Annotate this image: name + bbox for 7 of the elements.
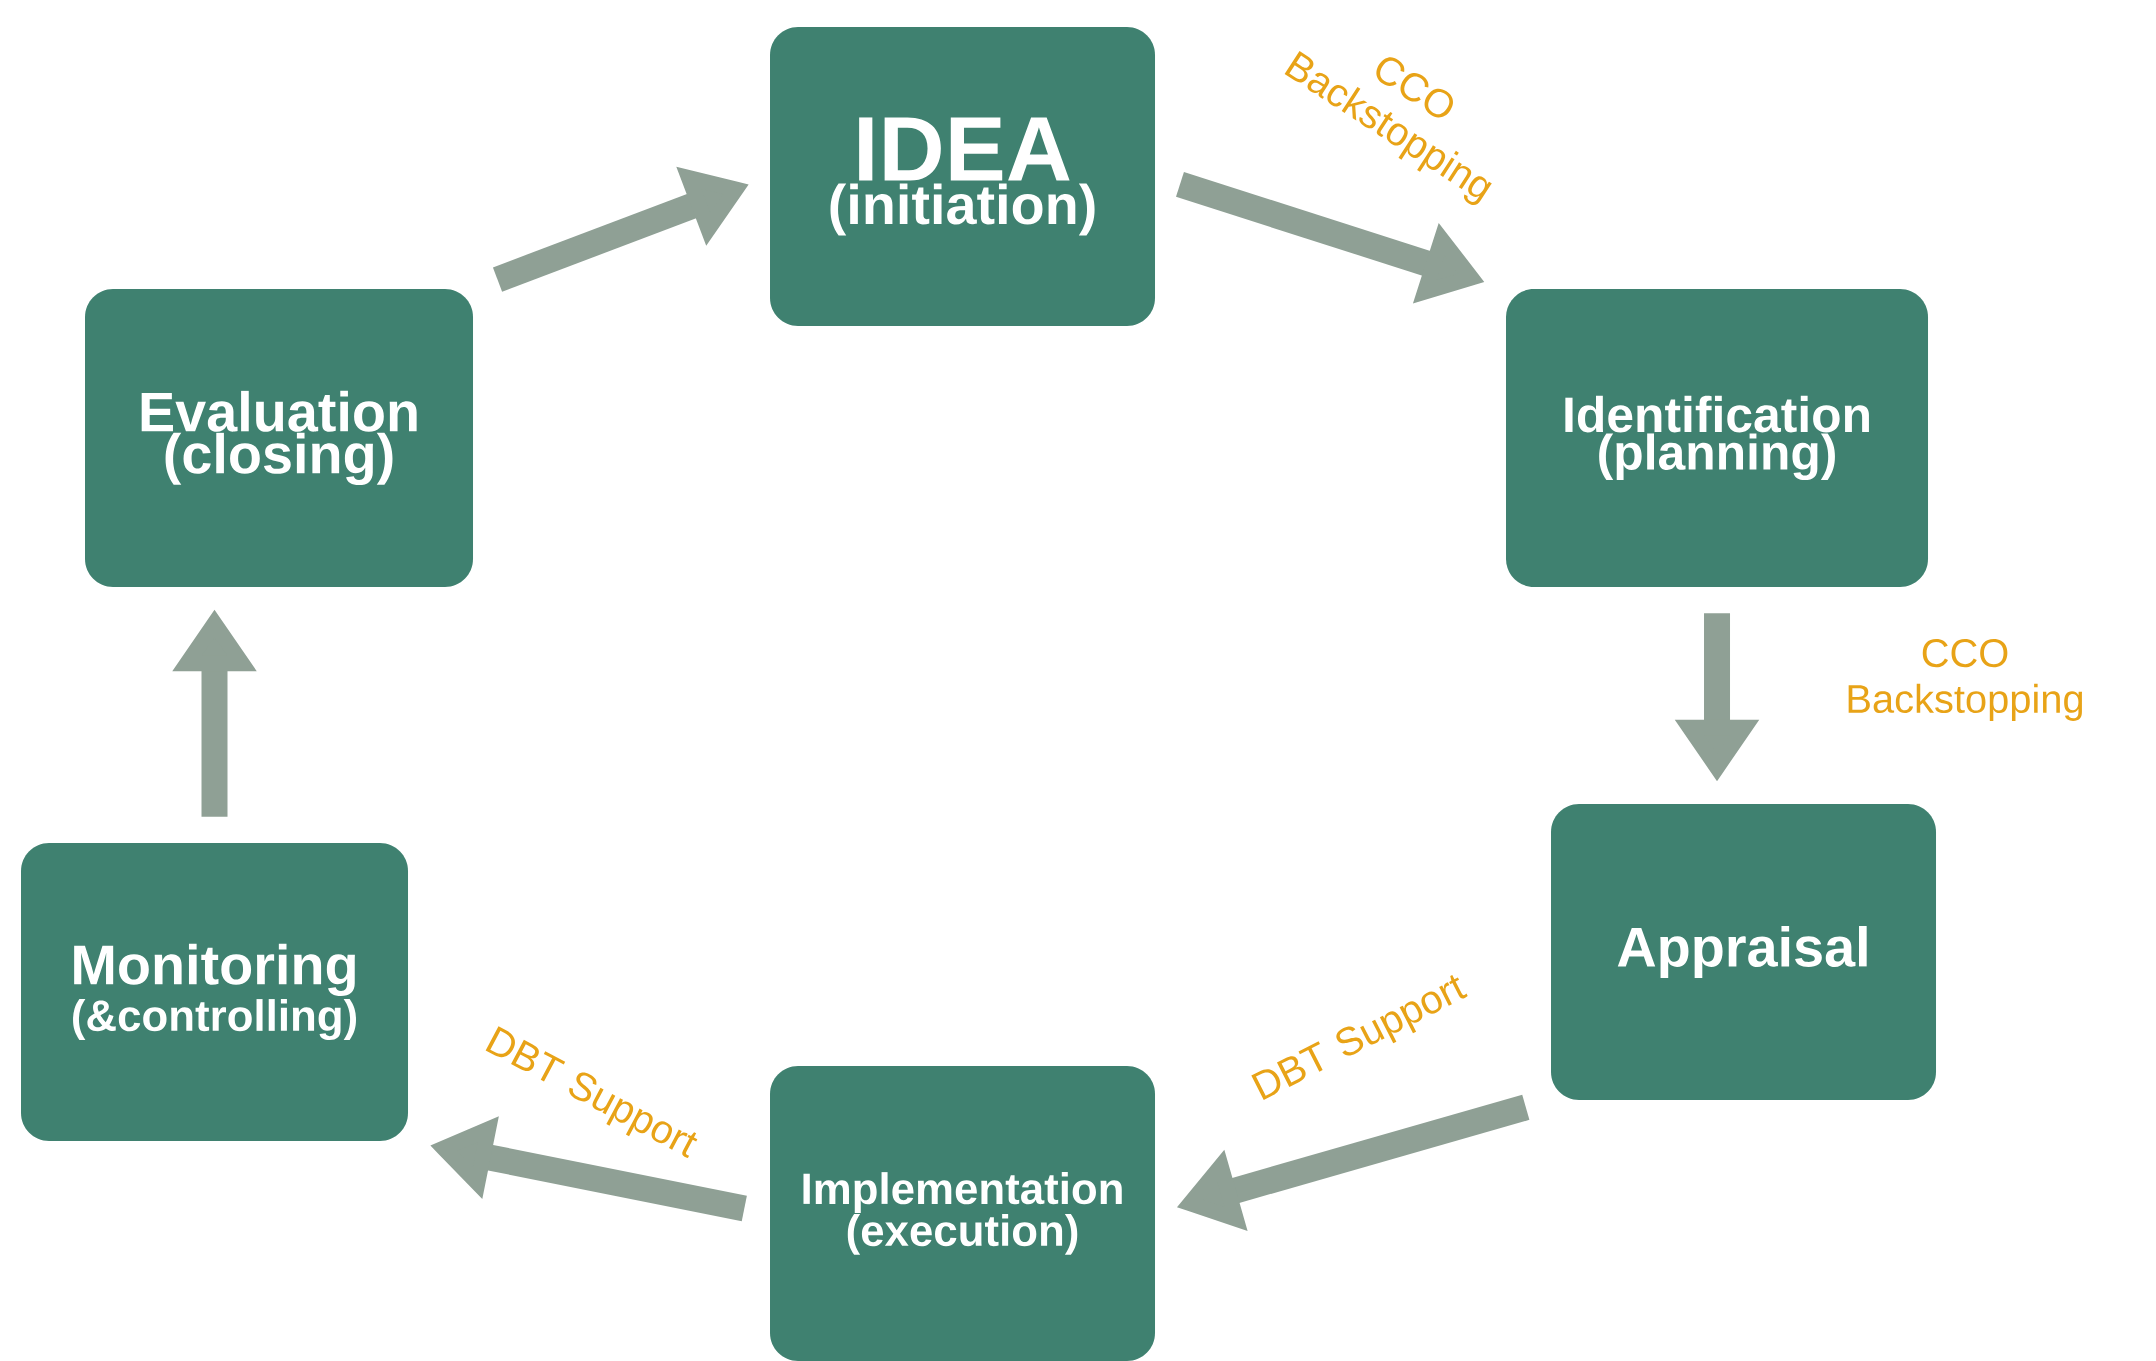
edge-label: CCO Backstopping — [1848, 639, 2083, 721]
process-box: Identification (planning) — [1506, 289, 1928, 587]
process-box: Appraisal — [1551, 804, 1936, 1100]
process-box: Monitoring (&controlling) — [21, 843, 408, 1141]
process-box: IDEA (initiation) — [770, 27, 1155, 326]
process-box: Evaluation (closing) — [85, 289, 473, 587]
process-box: Implementation (execution) — [770, 1066, 1155, 1361]
